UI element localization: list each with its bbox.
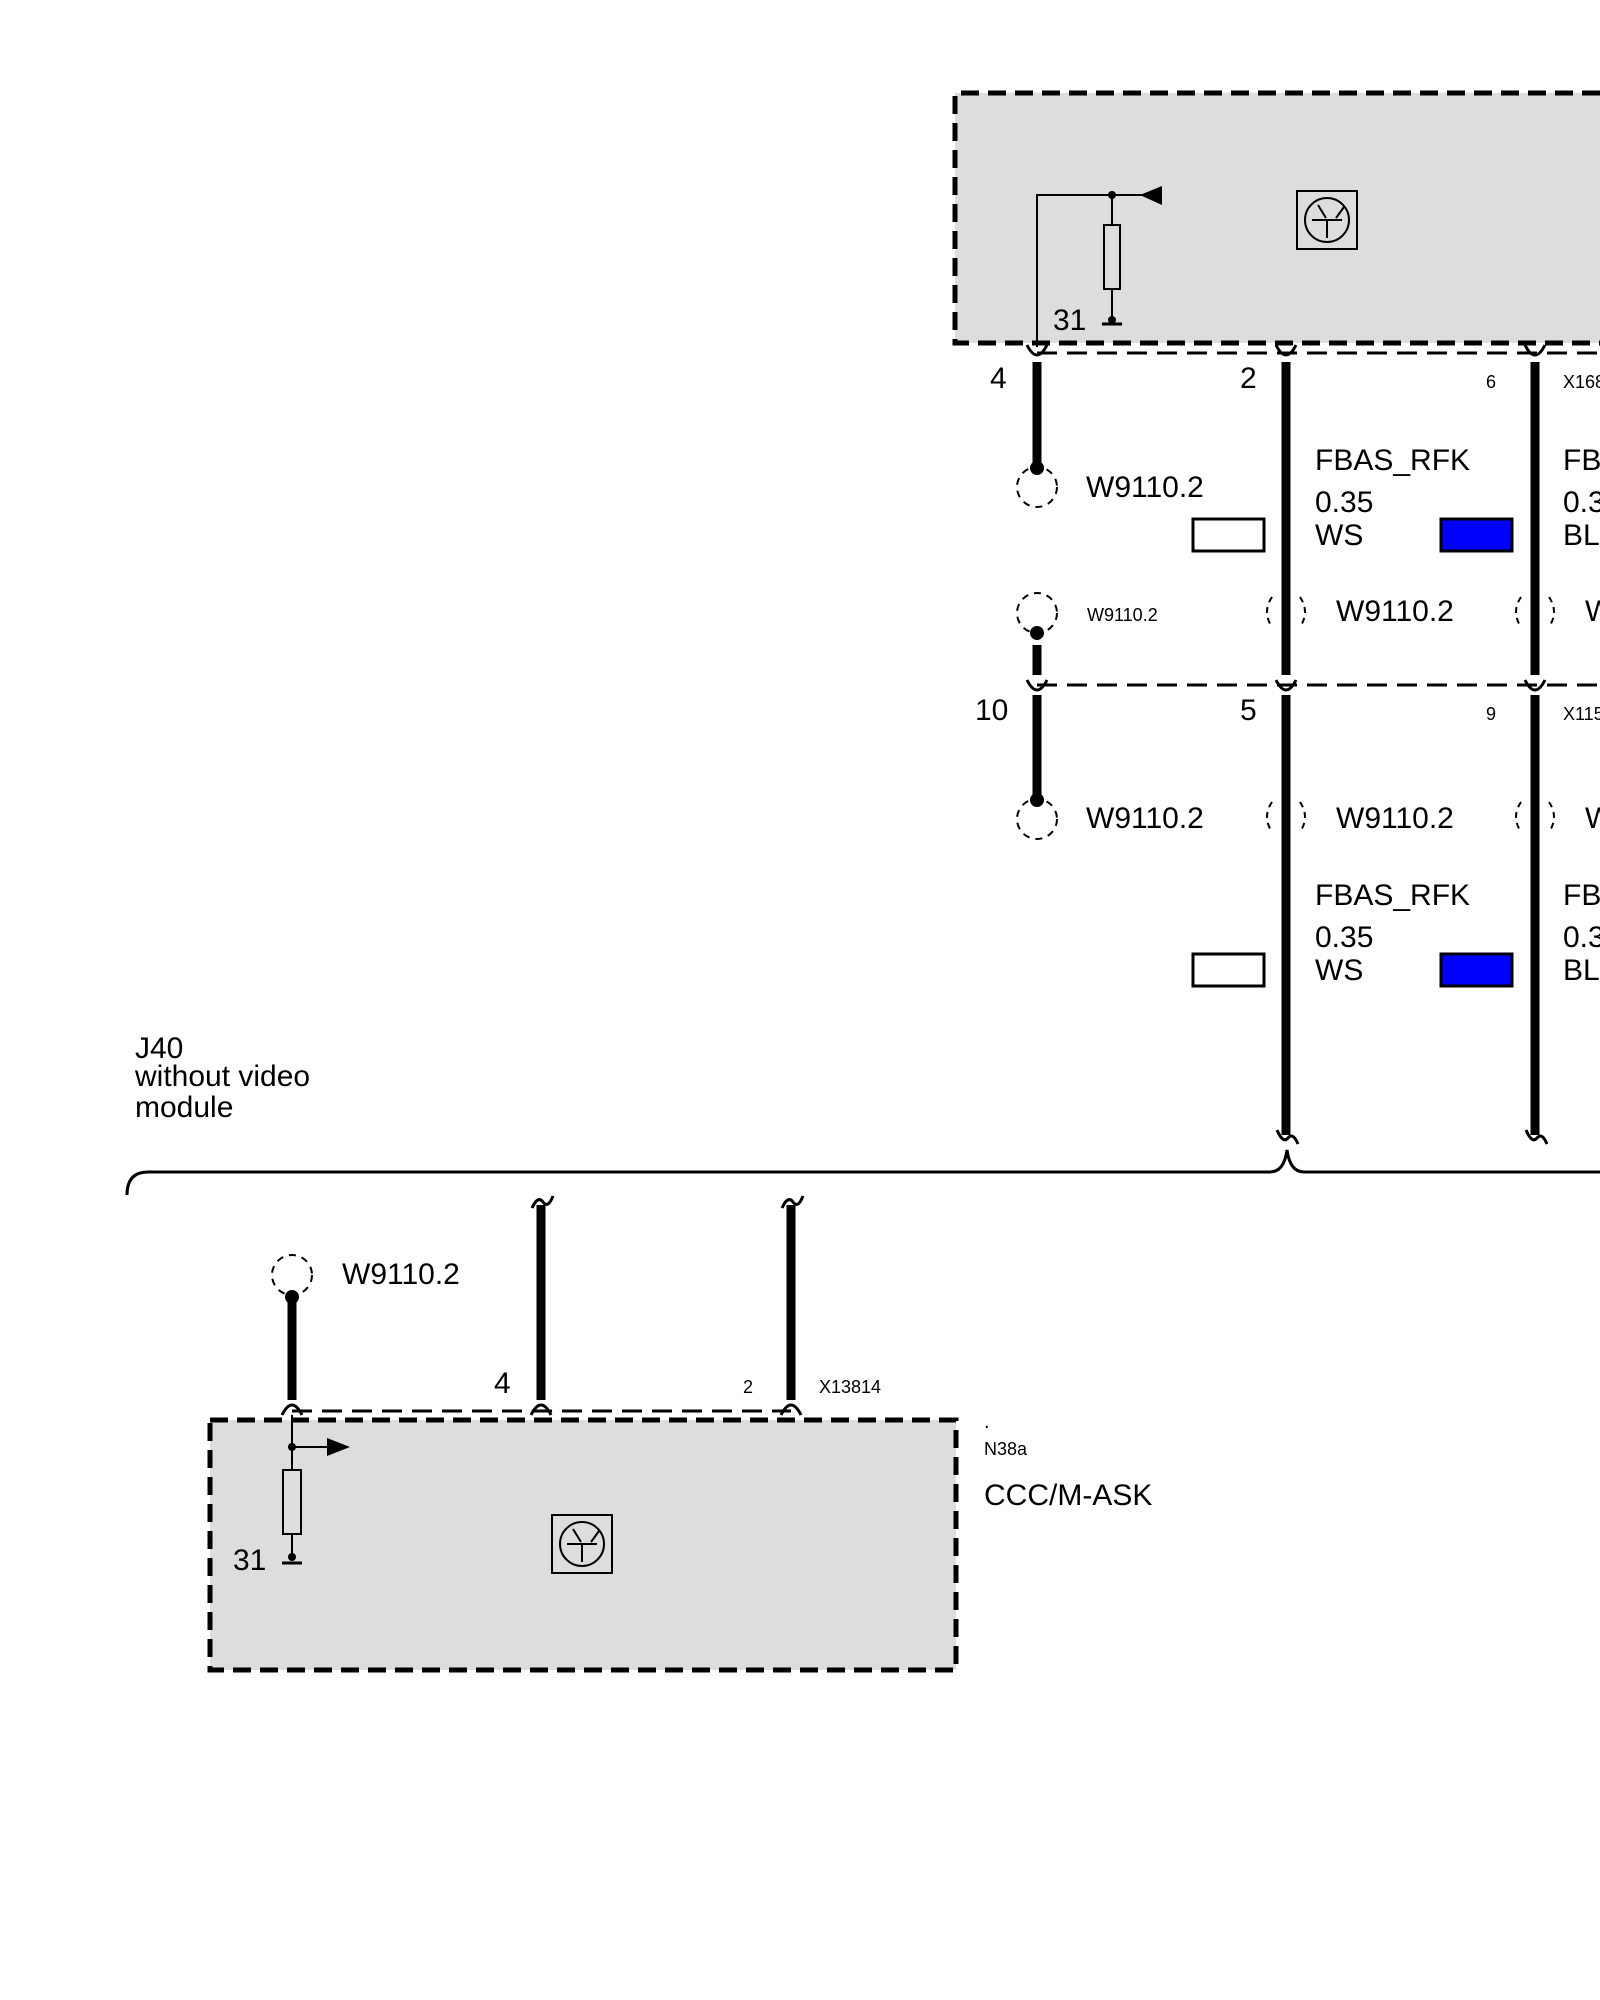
bottom-pin-hooks xyxy=(280,1403,803,1416)
shield-label-2: W9110.2 xyxy=(1087,605,1158,625)
resistor-icon xyxy=(282,1469,302,1535)
wire-signal-right-upper: FB xyxy=(1563,444,1600,477)
bottom-wires xyxy=(287,1205,796,1400)
connector-label-upper: X168 xyxy=(1563,372,1600,392)
wire-gauge-right-upper: 0.3 xyxy=(1563,486,1600,519)
lower-pin-hooks xyxy=(1025,679,1547,692)
bottom-shield-terminal xyxy=(285,1290,299,1304)
wire-color-right-upper: BL xyxy=(1563,519,1600,552)
pin-label-upper-right: 6 xyxy=(1486,372,1496,392)
shield-circle-icon xyxy=(1016,466,1058,840)
wire-gauge-right-lower: 0.3 xyxy=(1563,921,1600,954)
top-module-border xyxy=(952,90,1600,346)
top-module-box xyxy=(955,93,1600,343)
shield-bracket-marks xyxy=(1266,596,1555,833)
wire-break-marks xyxy=(1275,1129,1549,1145)
shield-label-5: W9110.2 xyxy=(1336,802,1454,835)
pin-label-lower-right: 9 xyxy=(1486,704,1496,724)
transistor-icon xyxy=(551,1514,613,1574)
color-swatch-ws-lower xyxy=(1191,952,1266,988)
bottom-ground-label: 31 xyxy=(233,1544,266,1577)
shield-label-1: W9110.2 xyxy=(1086,471,1204,504)
shield-label-3-right: W xyxy=(1585,595,1600,628)
top-ground-label: 31 xyxy=(1053,304,1086,337)
pin-label-upper-left: 4 xyxy=(990,362,1007,395)
variant-label-line3: module xyxy=(135,1091,233,1124)
shield-label-3: W9110.2 xyxy=(1336,595,1454,628)
bottom-module-name: CCC/M-ASK xyxy=(984,1479,1152,1512)
color-swatch-bl-upper xyxy=(1439,517,1514,553)
bottom-pin-label-right: 2 xyxy=(743,1377,753,1397)
signal-arrow-icon xyxy=(1140,186,1162,205)
wire-color-mid-upper: WS xyxy=(1315,519,1363,552)
shield-label-4: W9110.2 xyxy=(1086,802,1204,835)
resistor-icon xyxy=(1103,224,1121,290)
bottom-pin-label-mid: 4 xyxy=(494,1367,511,1400)
upper-pin-hooks xyxy=(1025,344,1547,357)
pin-label-upper-mid: 2 xyxy=(1240,362,1257,395)
wire-gauge-mid-upper: 0.35 xyxy=(1315,486,1373,519)
transistor-icon xyxy=(1296,190,1358,250)
variant-label-line1: J40 xyxy=(135,1032,183,1065)
bottom-module-circuit xyxy=(282,1415,350,1565)
top-module: 31 xyxy=(952,90,1600,347)
bottom-connector-label: X13814 xyxy=(819,1377,881,1397)
color-swatch-ws-upper xyxy=(1191,517,1266,553)
variant-brace xyxy=(125,1149,1600,1196)
shield-label-5-right: W xyxy=(1585,802,1600,835)
wires xyxy=(1032,362,1540,1135)
wire-signal-right-lower: FB xyxy=(1563,879,1600,912)
pin-label-lower-mid: 5 xyxy=(1240,694,1257,727)
wire-signal-mid-upper: FBAS_RFK xyxy=(1315,444,1470,477)
wire-gauge-mid-lower: 0.35 xyxy=(1315,921,1373,954)
bottom-module-id: N38a xyxy=(984,1439,1028,1459)
bottom-wire-break-marks xyxy=(530,1195,805,1209)
wire-color-right-lower: BL xyxy=(1563,954,1600,987)
variant-label-line2: without video xyxy=(134,1060,310,1093)
connector-label-lower: X115 xyxy=(1563,704,1600,724)
bottom-module-dot: . xyxy=(984,1411,990,1433)
color-swatch-bl-lower xyxy=(1439,952,1514,988)
wire-signal-mid-lower: FBAS_RFK xyxy=(1315,879,1470,912)
pin-label-lower-left: 10 xyxy=(975,694,1008,727)
shield-label-6: W9110.2 xyxy=(342,1258,460,1291)
shield-circle-icon xyxy=(271,1254,313,1296)
signal-arrow-icon xyxy=(327,1438,350,1456)
wire-color-mid-lower: WS xyxy=(1315,954,1363,987)
top-module-circuit xyxy=(1036,186,1162,347)
